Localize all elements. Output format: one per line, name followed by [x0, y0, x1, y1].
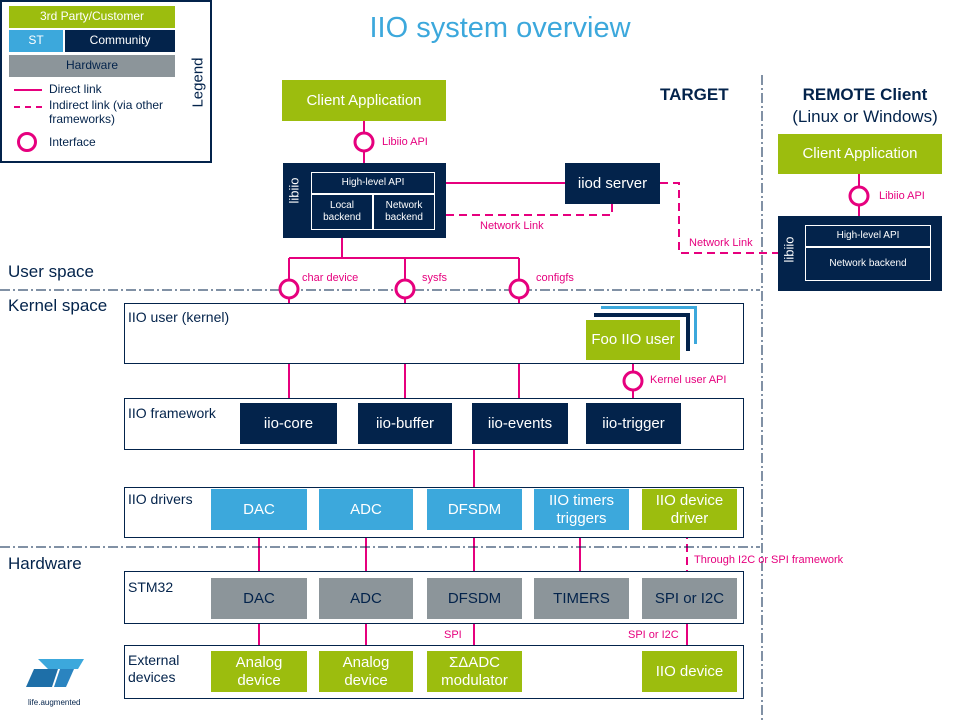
logo-tagline: life.augmented — [28, 698, 81, 707]
remote-subtitle: (Linux or Windows) — [792, 107, 938, 126]
driver-iio-device[interactable]: IIO device driver — [642, 489, 737, 530]
local-backend: Local backend — [311, 194, 373, 230]
legend-third-party: 3rd Party/Customer — [9, 6, 175, 28]
external-iio-device[interactable]: IIO device — [642, 651, 737, 692]
interface-icon — [278, 278, 300, 300]
iio-framework-label: IIO framework — [128, 405, 216, 421]
interface-icon — [622, 370, 644, 392]
iio-drivers-label: IIO drivers — [128, 491, 193, 507]
stm32-label: STM32 — [128, 579, 174, 595]
hardware-label: Hardware — [8, 554, 82, 573]
sysfs-label: sysfs — [422, 272, 448, 284]
libiio-label: libiio — [286, 177, 302, 204]
stm32-adc[interactable]: ADC — [319, 578, 413, 619]
st-logo-icon — [26, 659, 84, 687]
driver-timers-triggers[interactable]: IIO timers triggers — [534, 489, 629, 530]
interface-icon — [353, 131, 375, 153]
legend: 3rd Party/Customer ST Community Hardware… — [0, 0, 212, 163]
legend-hardware: Hardware — [9, 55, 175, 77]
kernel-user-api-label: Kernel user API — [650, 374, 727, 386]
iio-events[interactable]: iio-events — [472, 403, 568, 444]
remote-network-link-label: Network Link — [689, 237, 753, 249]
interface-icon — [848, 185, 870, 207]
iio-user-label: IIO user (kernel) — [128, 309, 230, 325]
network-link-label: Network Link — [480, 220, 544, 232]
st-logo: life.augmented — [18, 655, 88, 707]
high-level-api: High-level API — [311, 172, 435, 194]
indirect-link — [660, 182, 779, 254]
remote-client-application[interactable]: Client Application — [778, 134, 942, 174]
stm32-spi-i2c[interactable]: SPI or I2C — [642, 578, 737, 619]
interface-icon — [394, 278, 416, 300]
legend-interface: Interface — [49, 135, 96, 149]
remote-libiio-api-label: Libiio API — [879, 190, 925, 202]
driver-dac[interactable]: DAC — [211, 489, 307, 530]
legend-title: Legend — [189, 57, 207, 108]
remote-title: REMOTE Client — [802, 85, 928, 104]
iio-trigger[interactable]: iio-trigger — [586, 403, 681, 444]
stm32-timers[interactable]: TIMERS — [534, 578, 629, 619]
page-title: IIO system overview — [369, 12, 631, 44]
iio-core[interactable]: iio-core — [240, 403, 337, 444]
stm32-dac[interactable]: DAC — [211, 578, 307, 619]
through-framework-label: Through I2C or SPI framework — [694, 554, 844, 566]
libiio-block[interactable]: libiio High-level API Local backend Netw… — [283, 163, 446, 238]
indirect-link — [446, 204, 613, 216]
legend-direct-link: Direct link — [49, 82, 102, 96]
stm32-dfsdm[interactable]: DFSDM — [427, 578, 522, 619]
iio-buffer[interactable]: iio-buffer — [358, 403, 452, 444]
direct-link-swatch — [14, 89, 42, 91]
client-application[interactable]: Client Application — [282, 80, 446, 121]
legend-interface-icon — [17, 132, 37, 152]
legend-st: ST — [9, 30, 63, 52]
spi-i2c-label: SPI or I2C — [628, 629, 679, 641]
driver-dfsdm[interactable]: DFSDM — [427, 489, 522, 530]
target-label: TARGET — [660, 85, 729, 104]
iiod-server[interactable]: iiod server — [565, 163, 660, 204]
spi-label: SPI — [444, 629, 462, 641]
kernel-space-label: Kernel space — [8, 296, 108, 315]
remote-network-backend: Network backend — [805, 247, 931, 281]
driver-adc[interactable]: ADC — [319, 489, 413, 530]
configfs-label: configfs — [536, 272, 574, 284]
remote-high-level-api: High-level API — [805, 225, 931, 247]
foo-iio-user[interactable]: Foo IIO user — [586, 320, 680, 360]
external-analog-device-1[interactable]: Analog device — [211, 651, 307, 692]
external-devices-label: External devices — [128, 652, 180, 685]
indirect-link-swatch — [14, 106, 42, 108]
libiio-api-label: Libiio API — [382, 136, 428, 148]
external-sigma-delta-modulator[interactable]: ΣΔADC modulator — [427, 651, 522, 692]
legend-indirect-link: Indirect link (via other frameworks) — [49, 98, 164, 127]
network-backend: Network backend — [373, 194, 435, 230]
interface-icon — [508, 278, 530, 300]
char-device-label: char device — [302, 272, 359, 284]
remote-libiio-block[interactable]: libiio High-level API Network backend — [778, 216, 942, 291]
remote-libiio-label: libiio — [781, 236, 797, 263]
user-space-label: User space — [8, 262, 94, 281]
legend-community: Community — [65, 30, 175, 52]
external-analog-device-2[interactable]: Analog device — [319, 651, 413, 692]
